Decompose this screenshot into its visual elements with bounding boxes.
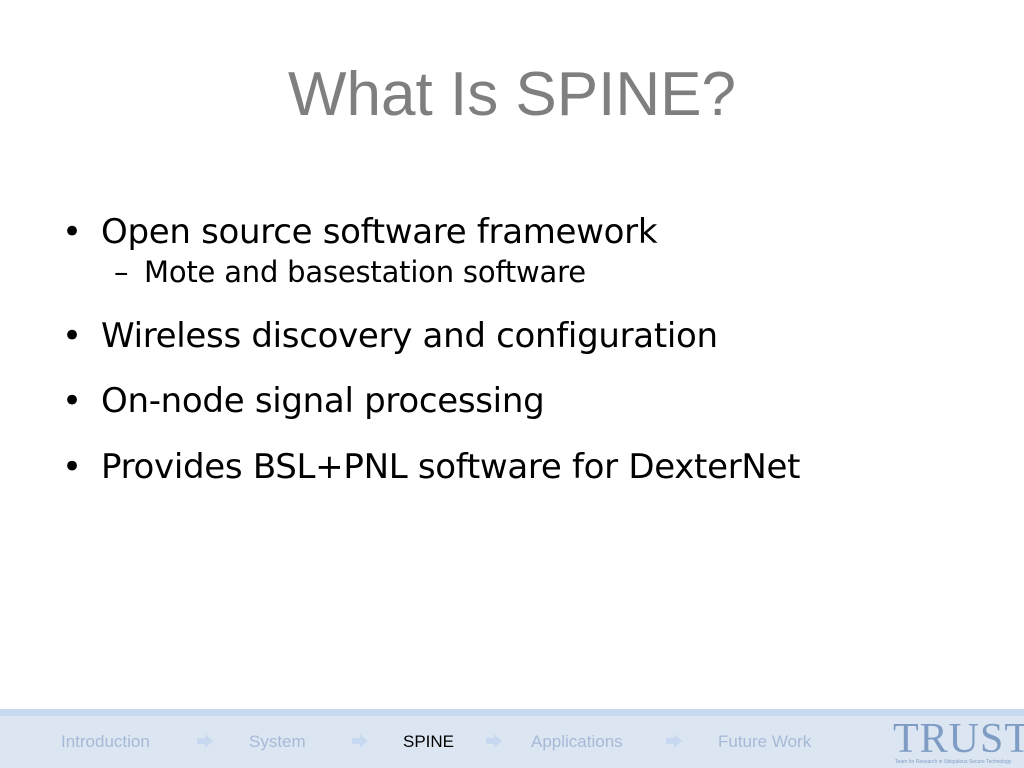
- dash-icon: –: [114, 254, 129, 289]
- logo-text: TRUST: [893, 716, 1024, 762]
- nav-item-spine[interactable]: SPINE: [403, 732, 455, 751]
- nav-item-future-work[interactable]: Future Work: [718, 732, 812, 751]
- nav-item-system[interactable]: System: [249, 732, 306, 751]
- sub-bullet-text: Mote and basestation software: [144, 254, 586, 289]
- right-arrow-icon: [352, 734, 368, 748]
- slide-title: What Is SPINE?: [288, 60, 736, 129]
- bullet-item: • Open source software framework: [62, 212, 962, 253]
- bullet-text: Wireless discovery and configuration: [101, 315, 718, 356]
- bullet-text: On-node signal processing: [101, 381, 545, 422]
- bullet-text: Open source software framework: [101, 212, 658, 252]
- bullet-text: Provides BSL+PNL software for DexterNet: [101, 447, 801, 488]
- bullet-item: • Provides BSL+PNL software for DexterNe…: [62, 447, 962, 488]
- right-arrow-icon: [486, 734, 502, 748]
- right-arrow-icon: [197, 734, 213, 748]
- bullet-item: • On-node signal processing: [62, 381, 962, 422]
- logo-tagline: Team for Research in Ubiquitous Secure T…: [895, 759, 1012, 765]
- right-arrow-icon: [666, 734, 682, 748]
- trust-logo: TRUST Team for Research in Ubiquitous Se…: [893, 718, 1024, 765]
- bullet-item: • Wireless discovery and configuration: [62, 316, 962, 357]
- sub-bullet-item: – Mote and basestation software: [62, 255, 962, 290]
- bullet-icon: •: [62, 315, 82, 356]
- footer-nav-bar: Introduction System SPINE Applications F…: [0, 709, 1024, 768]
- nav-item-introduction[interactable]: Introduction: [61, 732, 150, 751]
- bullet-icon: •: [62, 447, 82, 488]
- bullet-icon: •: [62, 212, 82, 252]
- bullet-icon: •: [62, 381, 82, 422]
- nav-item-applications[interactable]: Applications: [531, 732, 623, 751]
- bullet-list: • Open source software framework – Mote …: [62, 212, 962, 513]
